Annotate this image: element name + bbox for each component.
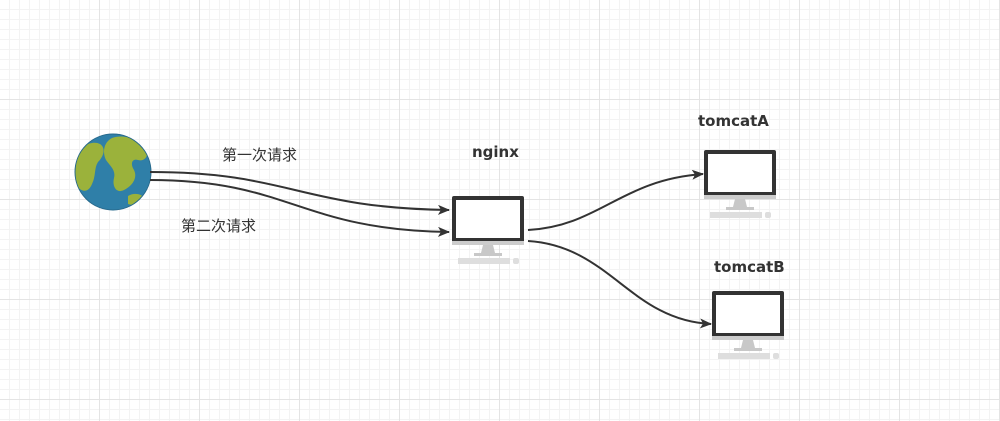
nginx-computer-icon[interactable]: [452, 196, 524, 264]
tomcat-b-computer-icon[interactable]: [712, 291, 784, 359]
first-request-label: 第一次请求: [222, 146, 297, 164]
tomcat-b-label: tomcatB: [714, 258, 785, 276]
globe-icon[interactable]: [73, 133, 152, 211]
nginx-label: nginx: [472, 143, 519, 161]
connector-nginx-tomcat-a: [527, 169, 704, 231]
connector-first-request: [149, 171, 450, 215]
second-request-label: 第二次请求: [181, 217, 256, 235]
connector-nginx-tomcat-b: [527, 240, 712, 329]
tomcat-a-computer-icon[interactable]: [704, 150, 776, 218]
tomcat-a-label: tomcatA: [698, 112, 769, 130]
connector-second-request: [149, 179, 450, 237]
